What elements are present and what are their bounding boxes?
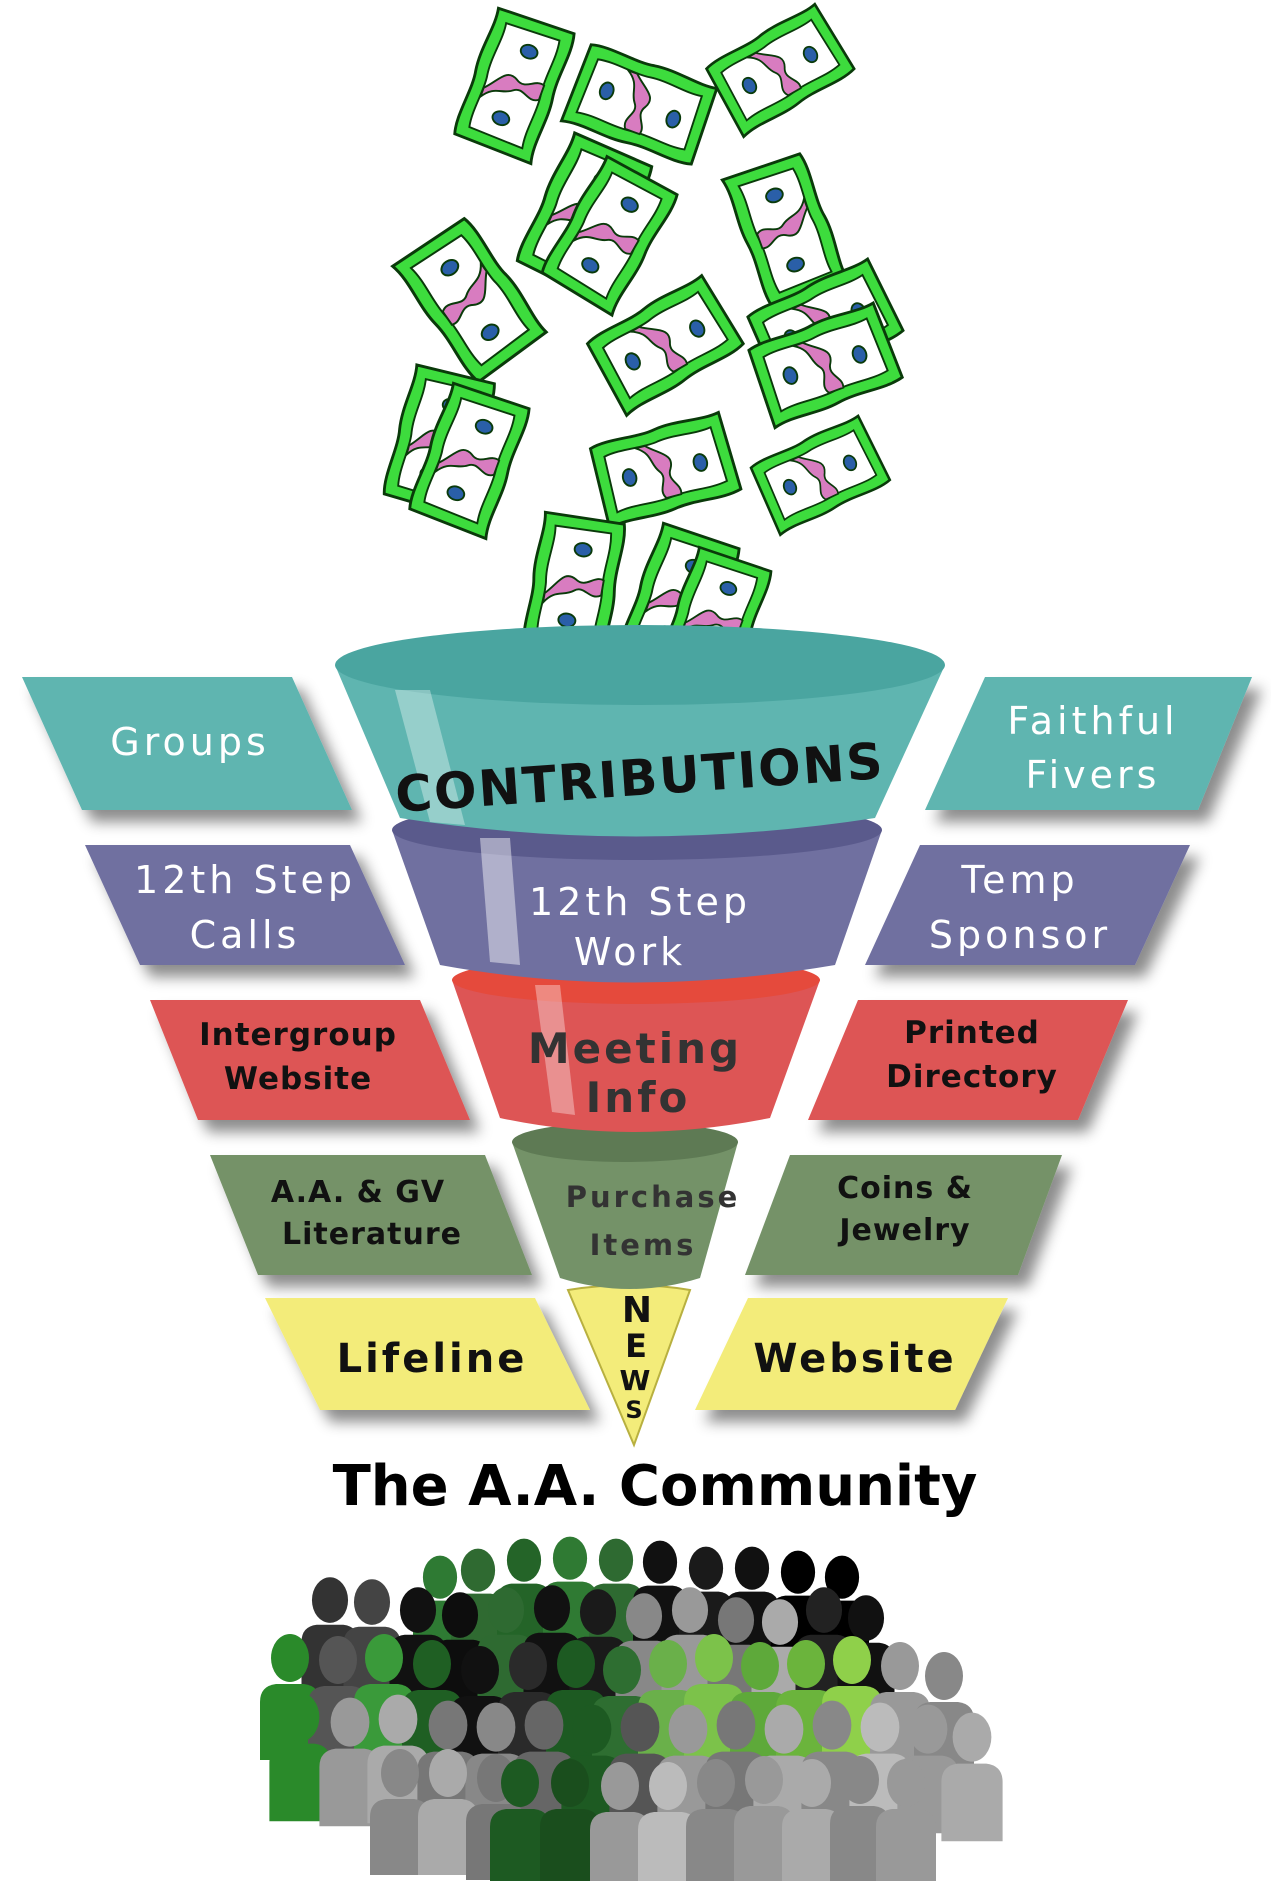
funnel-purchase-layer bbox=[512, 1131, 738, 1289]
website-box bbox=[695, 1298, 1008, 1410]
funnel-contributions-rim bbox=[335, 625, 945, 705]
printed-directory-box bbox=[808, 1000, 1128, 1120]
literature-box bbox=[210, 1155, 532, 1275]
news-letter-s: S bbox=[625, 1396, 642, 1424]
temp-sponsor-label-line1: Temp bbox=[960, 858, 1078, 902]
faithful-fivers-box bbox=[925, 677, 1252, 810]
intergroup-website-label-line1: Intergroup bbox=[199, 1017, 397, 1053]
intergroup-website-label-line2: Website bbox=[224, 1061, 372, 1097]
step-calls-label-line1: 12th Step bbox=[134, 858, 356, 902]
news-letter-n: N bbox=[622, 1290, 652, 1331]
money-bill-icon bbox=[702, 1, 858, 139]
left-labels: Groups 12th Step Calls Intergroup Websit… bbox=[22, 677, 590, 1410]
faithful-fivers-label-line2: Fivers bbox=[1026, 753, 1161, 797]
intergroup-website-box bbox=[150, 1000, 470, 1120]
literature-label-line2: Literature bbox=[282, 1217, 462, 1252]
purchase-items-label-line1: Purchase bbox=[566, 1180, 741, 1214]
funnel: CONTRIBUTIONS 12th Step Work Meeting Inf… bbox=[335, 625, 945, 1448]
coins-jewelry-label-line1: Coins & bbox=[837, 1171, 973, 1206]
community-title: The A.A. Community bbox=[333, 1454, 978, 1519]
step-calls-box bbox=[85, 845, 405, 965]
website-label: Website bbox=[753, 1336, 956, 1382]
money-bill-icon bbox=[747, 413, 893, 537]
funnel-highlight bbox=[535, 985, 575, 1115]
money-bill-icon bbox=[586, 409, 744, 530]
lifeline-box bbox=[265, 1298, 590, 1410]
step-work-label-line1: 12th Step bbox=[529, 880, 751, 924]
step-work-label-line2: Work bbox=[574, 930, 686, 974]
people-crowd-icon bbox=[260, 1536, 1003, 1881]
funnel-highlight bbox=[395, 690, 465, 825]
falling-money bbox=[379, 1, 907, 696]
temp-sponsor-label-line2: Sponsor bbox=[929, 913, 1111, 957]
printed-directory-label-line1: Printed bbox=[904, 1015, 1040, 1051]
meeting-info-label-line2: Info bbox=[586, 1073, 691, 1122]
coins-jewelry-box bbox=[745, 1155, 1062, 1275]
step-calls-label-line2: Calls bbox=[190, 913, 301, 957]
funnel-highlight bbox=[480, 838, 520, 965]
coins-jewelry-label-line2: Jewelry bbox=[837, 1213, 970, 1248]
money-bill-icon bbox=[449, 4, 580, 165]
news-letter-e: E bbox=[625, 1327, 647, 1365]
meeting-info-label-line1: Meeting bbox=[528, 1024, 742, 1073]
groups-box bbox=[22, 677, 352, 810]
funnel-meeting-layer bbox=[452, 965, 820, 1132]
right-labels: Faithful Fivers Temp Sponsor Printed Dir… bbox=[695, 677, 1252, 1410]
temp-sponsor-box bbox=[865, 845, 1190, 965]
lifeline-label: Lifeline bbox=[337, 1336, 528, 1382]
funnel-purchase-rim bbox=[512, 1122, 738, 1162]
literature-label-line1: A.A. & GV bbox=[271, 1175, 445, 1210]
news-letter-w: W bbox=[620, 1364, 651, 1397]
purchase-items-label-line2: Items bbox=[590, 1228, 697, 1262]
printed-directory-label-line2: Directory bbox=[886, 1059, 1058, 1095]
groups-label: Groups bbox=[110, 720, 270, 764]
faithful-fivers-label-line1: Faithful bbox=[1007, 699, 1178, 743]
